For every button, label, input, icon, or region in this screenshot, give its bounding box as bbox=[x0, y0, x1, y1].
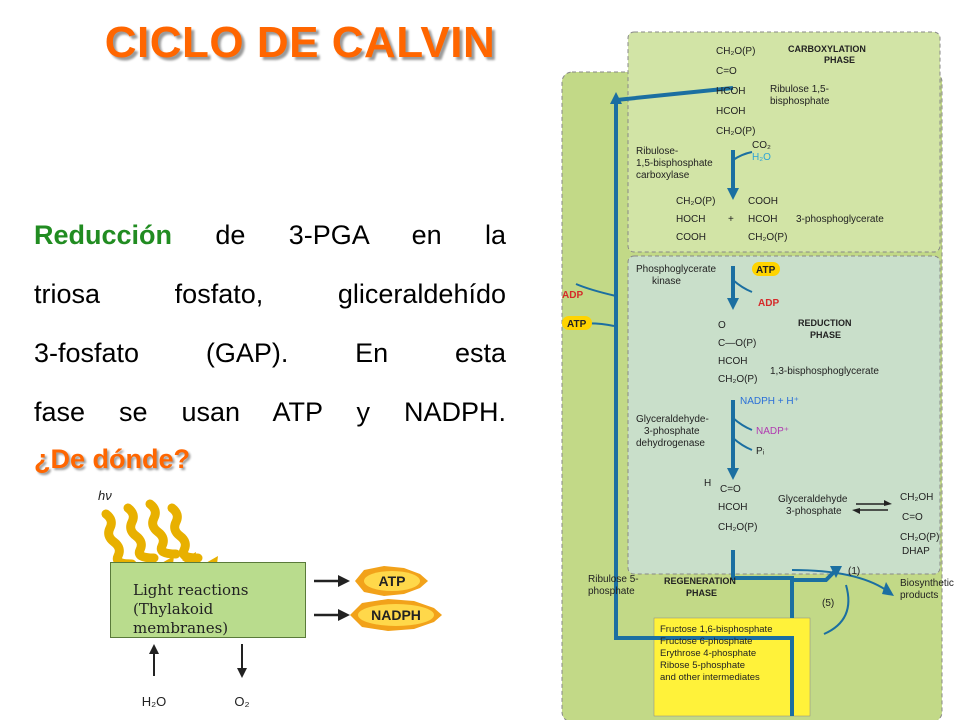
regeneration-phase-word: PHASE bbox=[686, 588, 717, 598]
intermediate-4: Ribose 5-phosphate bbox=[660, 660, 745, 671]
pga-plus: + bbox=[728, 214, 734, 225]
pga-right-2: HCOH bbox=[748, 214, 777, 225]
bpg-line-2: C—O(P) bbox=[718, 338, 756, 349]
reduction-phase-title: REDUCTION bbox=[798, 318, 852, 328]
left-atp-badge bbox=[562, 316, 592, 330]
rubp-name-2: bisphosphate bbox=[770, 96, 830, 107]
atp-reduction-badge bbox=[752, 262, 780, 276]
pga-left-1: CH₂O(P) bbox=[676, 196, 715, 207]
h2o-label: H₂O bbox=[142, 694, 167, 709]
rubp-line-3: HCOH bbox=[716, 86, 745, 97]
intermediate-1: Fructose 1,6-bisphosphate bbox=[660, 624, 772, 635]
description-paragraph: Reducción de 3-PGA en la triosa fosfato,… bbox=[34, 206, 506, 442]
kinase-2: kinase bbox=[652, 276, 681, 287]
gap-line-1: H bbox=[704, 478, 711, 489]
o2-label: O₂ bbox=[234, 694, 249, 709]
carboxylation-phase-title: CARBOXYLATION bbox=[788, 44, 866, 54]
step-5-label: (5) bbox=[822, 598, 834, 609]
light-reactions-line-2: (Thylakoid membranes) bbox=[133, 600, 229, 637]
dhap-label: DHAP bbox=[902, 546, 930, 557]
dehydrogenase-1: Glyceraldehyde- bbox=[636, 414, 709, 425]
nadph-reduction-label: NADPH + H⁺ bbox=[740, 396, 799, 407]
light-reactions-line-1: Light reactions bbox=[133, 581, 249, 599]
step-1-label: (1) bbox=[848, 566, 860, 577]
paragraph-line-3: 3-fosfato (GAP). En esta bbox=[34, 338, 506, 368]
biosynthetic-2: products bbox=[900, 590, 938, 601]
pga-right-3: CH₂O(P) bbox=[748, 232, 787, 243]
bpg-line-1: O bbox=[718, 320, 726, 331]
h2o-carboxylation-label: H₂O bbox=[752, 152, 771, 163]
ru5p-1: Ribulose 5- bbox=[588, 574, 639, 585]
rubp-line-2: C=O bbox=[716, 66, 737, 77]
carboxylation-phase-word: PHASE bbox=[824, 55, 855, 65]
light-reactions-box: Light reactions (Thylakoid membranes) bbox=[110, 562, 306, 638]
dhap-line-3: CH₂O(P) bbox=[900, 532, 939, 543]
enzyme-2: 1,5-bisphosphate bbox=[636, 158, 713, 169]
ru5p-2: phosphate bbox=[588, 586, 635, 597]
pga-left-2: HOCH bbox=[676, 214, 705, 225]
paragraph-text-1: de 3-PGA en la bbox=[215, 220, 506, 250]
enzyme-3: carboxylase bbox=[636, 170, 690, 181]
atp-label: ATP bbox=[379, 573, 406, 589]
adp-reduction-label: ADP bbox=[758, 298, 779, 309]
light-arrows-icon bbox=[101, 499, 203, 569]
dhap-line-2: C=O bbox=[902, 512, 923, 523]
dehydrogenase-3: dehydrogenase bbox=[636, 438, 705, 449]
question-text: ¿De dónde? bbox=[34, 444, 190, 474]
reduction-phase-word: PHASE bbox=[810, 330, 841, 340]
page-title: CICLO DE CALVIN bbox=[104, 18, 496, 67]
pga-right-1: COOH bbox=[748, 196, 778, 207]
pga-left-3: COOH bbox=[676, 232, 706, 243]
gap-line-2: C=O bbox=[720, 484, 741, 495]
calvin-cycle-diagram: ADP ATP CARBOXYLATION PHASE CH₂O(P) C=O … bbox=[561, 31, 954, 720]
pga-name: 3-phosphoglycerate bbox=[796, 214, 884, 225]
dehydrogenase-2: 3-phosphate bbox=[644, 426, 700, 437]
intermediate-2: Fructose 6-phosphate bbox=[660, 636, 752, 647]
highlight-reduccion: Reducción bbox=[34, 220, 173, 250]
dhap-line-1: CH₂OH bbox=[900, 492, 933, 503]
bpg-line-3: HCOH bbox=[718, 356, 747, 367]
rubp-line-1: CH₂O(P) bbox=[716, 46, 755, 57]
light-reactions-diagram: hν ATP NADPH H₂O O₂ bbox=[98, 488, 442, 709]
pi-label: Pᵢ bbox=[756, 446, 765, 457]
regeneration-phase-title: REGENERATION bbox=[664, 576, 736, 586]
intermediate-5: and other intermediates bbox=[660, 672, 760, 683]
nadph-label: NADPH bbox=[371, 607, 421, 623]
left-atp-label: ATP bbox=[567, 319, 587, 330]
gap-name-1: Glyceraldehyde bbox=[778, 494, 848, 505]
gap-line-3: HCOH bbox=[718, 502, 747, 513]
bpg-name: 1,3-bisphosphoglycerate bbox=[770, 366, 879, 377]
paragraph-line-4: fase se usan ATP y NADPH. bbox=[34, 397, 506, 427]
co2-label: CO₂ bbox=[752, 140, 771, 151]
gap-line-4: CH₂O(P) bbox=[718, 522, 757, 533]
hv-label: hν bbox=[98, 488, 112, 503]
rubp-line-5: CH₂O(P) bbox=[716, 126, 755, 137]
bpg-line-4: CH₂O(P) bbox=[718, 374, 757, 385]
intermediate-3: Erythrose 4-phosphate bbox=[660, 648, 756, 659]
enzyme-1: Ribulose- bbox=[636, 146, 678, 157]
rubp-line-4: HCOH bbox=[716, 106, 745, 117]
kinase-1: Phosphoglycerate bbox=[636, 264, 716, 275]
paragraph-line-1: Reducción de 3-PGA en la bbox=[34, 206, 506, 265]
biosynthetic-1: Biosynthetic bbox=[900, 578, 954, 589]
atp-reduction-label: ATP bbox=[756, 265, 776, 276]
gap-name-2: 3-phosphate bbox=[786, 506, 842, 517]
paragraph-line-2: triosa fosfato, gliceraldehído bbox=[34, 279, 506, 309]
nadp-label: NADP⁺ bbox=[756, 426, 789, 437]
rubp-name-1: Ribulose 1,5- bbox=[770, 84, 829, 95]
left-adp-label: ADP bbox=[562, 290, 583, 301]
